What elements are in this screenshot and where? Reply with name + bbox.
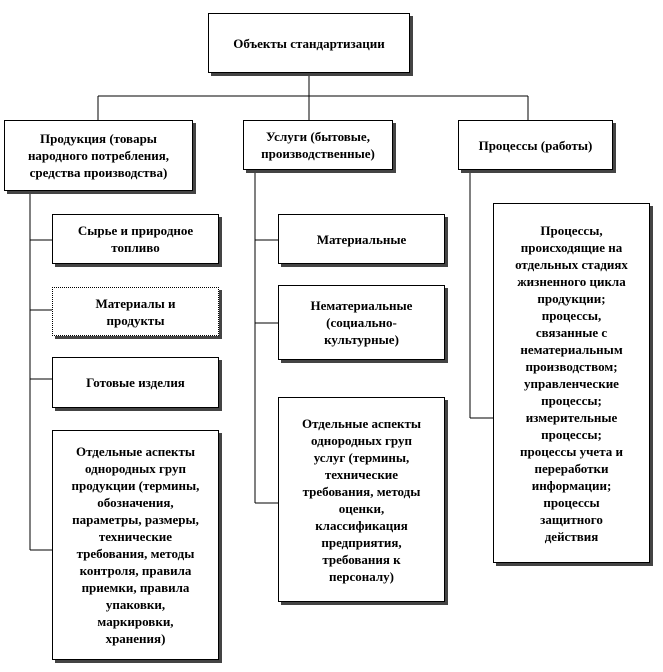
service-item-material: Материальные <box>278 214 445 264</box>
category-products: Продукция (товары народного потребления,… <box>4 120 193 191</box>
product-item-label: Материалы и продукты <box>95 295 176 328</box>
process-item-list: Процессы, происходящие на отдельных стад… <box>493 203 650 563</box>
product-item-label: Готовые изделия <box>86 375 185 390</box>
service-item-nonmaterial: Нематериальные (социально- культурные) <box>278 285 445 360</box>
root-label: Объекты стандартизации <box>233 35 385 51</box>
process-item-label: Процессы, происходящие на отдельных стад… <box>515 222 628 544</box>
service-item-label: Отдельные аспекты однородных груп услуг … <box>301 415 422 584</box>
product-item-label: Сырье и природное топливо <box>77 223 194 255</box>
service-item-label: Нематериальные (социально- культурные) <box>310 298 413 347</box>
product-item-finished: Готовые изделия <box>52 357 219 408</box>
service-item-aspects: Отдельные аспекты однородных груп услуг … <box>278 397 445 602</box>
category-services-title: Услуги (бытовые, производственные) <box>261 129 375 161</box>
service-item-label: Материальные <box>316 231 407 247</box>
product-item-aspects: Отдельные аспекты однородных груп продук… <box>52 430 219 660</box>
category-products-title: Продукция (товары народного потребления,… <box>27 131 170 180</box>
product-item-raw: Сырье и природное топливо <box>52 214 219 264</box>
root-box: Объекты стандартизации <box>208 13 410 73</box>
product-item-materials: Материалы и продукты <box>52 287 219 336</box>
category-processes: Процессы (работы) <box>458 120 613 170</box>
product-item-label: Отдельные аспекты однородных груп продук… <box>71 444 200 646</box>
category-processes-title: Процессы (работы) <box>478 137 593 153</box>
category-services: Услуги (бытовые, производственные) <box>243 120 393 170</box>
